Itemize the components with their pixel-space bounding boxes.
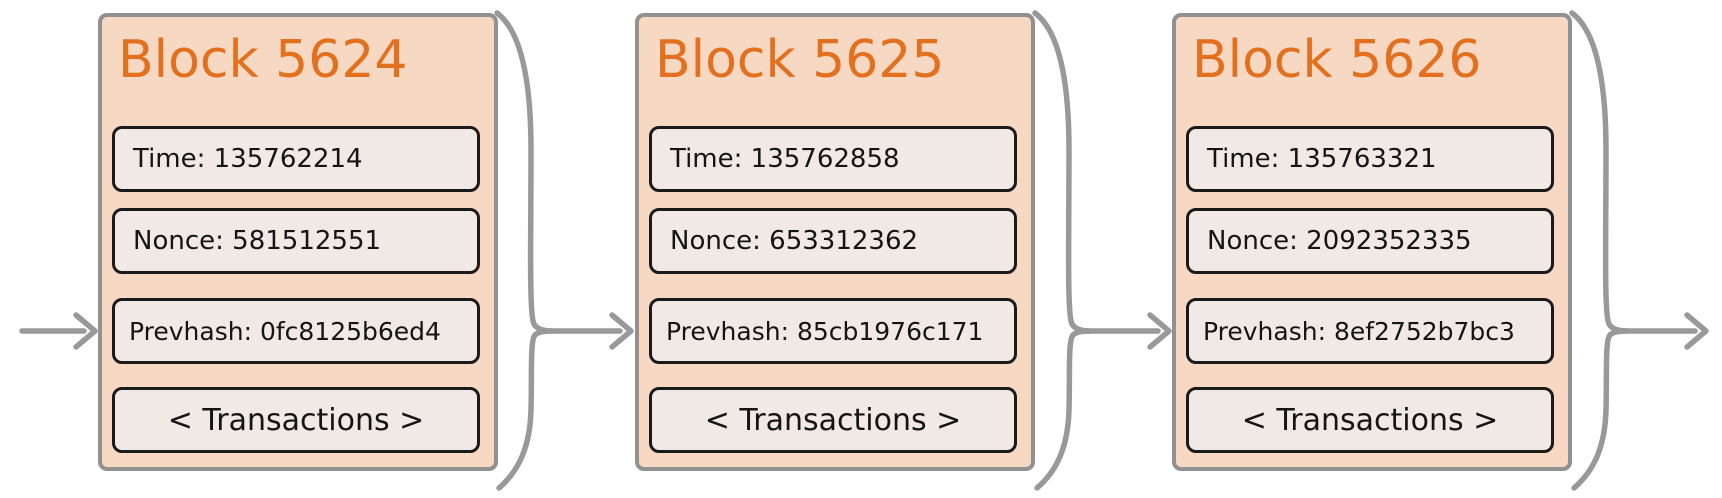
transactions-field: < Transactions > (112, 387, 480, 453)
nonce-field: Nonce: 581512551 (112, 208, 480, 274)
nonce-field: Nonce: 653312362 (649, 208, 1017, 274)
time-field: Time: 135763321 (1186, 126, 1554, 192)
hash-brace-arrow-icon (1035, 13, 1169, 488)
block-card-5624: Block 5624 Time: 135762214 Nonce: 581512… (98, 13, 498, 471)
block-title: Block 5625 (655, 30, 945, 90)
transactions-field: < Transactions > (649, 387, 1017, 453)
prevhash-field: Prevhash: 0fc8125b6ed4 (112, 298, 480, 364)
nonce-field: Nonce: 2092352335 (1186, 208, 1554, 274)
block-card-5625: Block 5625 Time: 135762858 Nonce: 653312… (635, 13, 1035, 471)
hash-brace-arrow-icon (497, 13, 631, 488)
hash-brace-arrow-icon (1572, 13, 1706, 488)
prevhash-field: Prevhash: 85cb1976c171 (649, 298, 1017, 364)
prevhash-field: Prevhash: 8ef2752b7bc3 (1186, 298, 1554, 364)
transactions-field: < Transactions > (1186, 387, 1554, 453)
arrow-in-icon (19, 312, 98, 350)
time-field: Time: 135762858 (649, 126, 1017, 192)
time-field: Time: 135762214 (112, 126, 480, 192)
block-title: Block 5626 (1192, 30, 1482, 90)
block-card-5626: Block 5626 Time: 135763321 Nonce: 209235… (1172, 13, 1572, 471)
block-title: Block 5624 (118, 30, 408, 90)
